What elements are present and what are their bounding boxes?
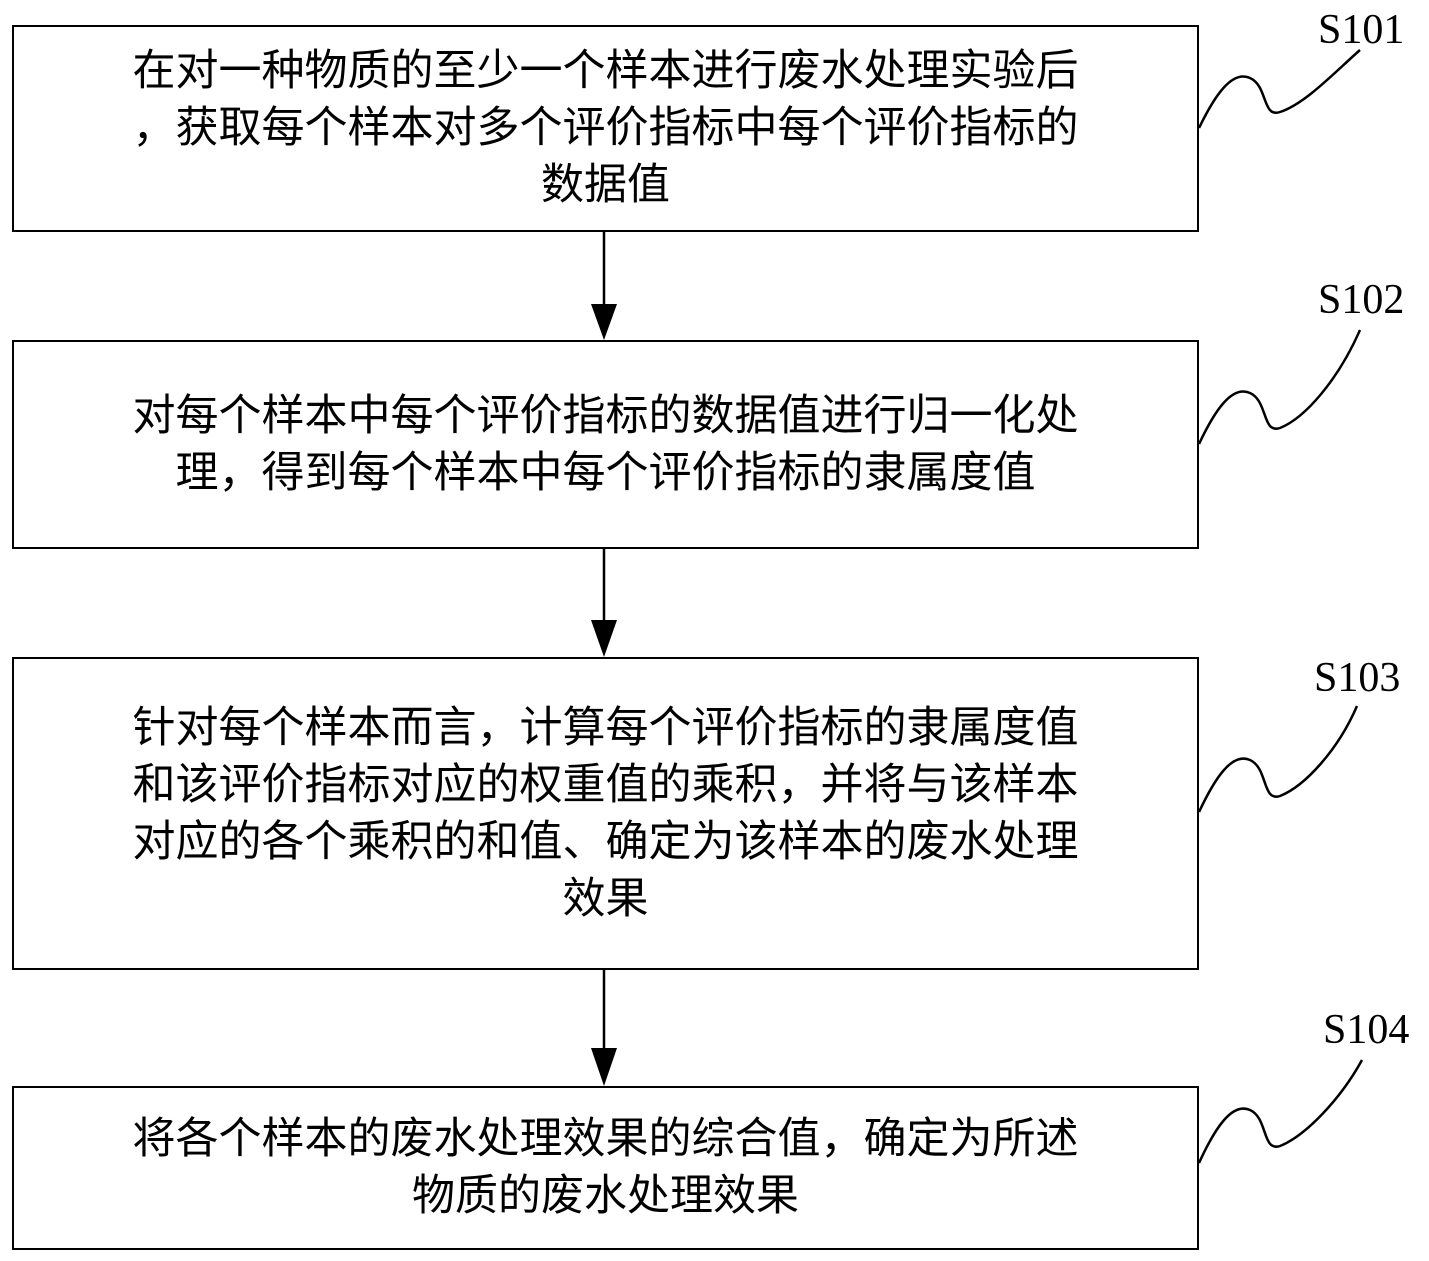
step-text-s102: 对每个样本中每个评价指标的数据值进行归一化处 理，得到每个样本中每个评价指标的隶… [133,388,1079,502]
step-line: 和该评价指标对应的权重值的乘积，并将与该样本 [132,759,1079,810]
arrow-s102-s103 [591,549,617,657]
leader-line-s104 [1197,1059,1364,1164]
step-line: 针对每个样本而言，计算每个评价指标的隶属度值 [132,702,1079,753]
step-box-s103: 针对每个样本而言，计算每个评价指标的隶属度值 和该评价指标对应的权重值的乘积，并… [12,657,1199,970]
step-line: 数据值 [541,160,670,210]
step-label-s103: S103 [1314,655,1401,701]
leader-line-s102 [1197,329,1362,445]
step-box-s101: 在对一种物质的至少一个样本进行废水处理实验后 ，获取每个样本对多个评价指标中每个… [12,25,1199,232]
step-label-s104: S104 [1323,1007,1410,1053]
step-label-s101: S101 [1318,7,1405,53]
arrow-s103-s104 [591,970,617,1086]
step-label-s102: S102 [1318,277,1405,323]
arrow-s101-s102 [591,232,617,340]
step-box-s102: 对每个样本中每个评价指标的数据值进行归一化处 理，得到每个样本中每个评价指标的隶… [12,340,1199,549]
step-line: 理，得到每个样本中每个评价指标的隶属度值 [175,447,1036,498]
step-line: 效果 [562,873,649,924]
leader-line-s103 [1197,705,1359,813]
step-line: 将各个样本的废水处理效果的综合值，确定为所述 [132,1114,1079,1164]
step-text-s104: 将各个样本的废水处理效果的综合值，确定为所述 物质的废水处理效果 [133,1111,1079,1225]
step-line: ，获取每个样本对多个评价指标中每个评价指标的 [132,103,1079,153]
step-line: 物质的废水处理效果 [412,1171,799,1221]
step-line: 在对一种物质的至少一个样本进行废水处理实验后 [132,46,1079,96]
step-line: 对每个样本中每个评价指标的数据值进行归一化处 [132,390,1079,441]
leader-line-s101 [1197,49,1361,129]
step-text-s103: 针对每个样本而言，计算每个评价指标的隶属度值 和该评价指标对应的权重值的乘积，并… [133,700,1079,928]
step-box-s104: 将各个样本的废水处理效果的综合值，确定为所述 物质的废水处理效果 [12,1086,1199,1250]
step-text-s101: 在对一种物质的至少一个样本进行废水处理实验后 ，获取每个样本对多个评价指标中每个… [133,43,1079,214]
step-line: 对应的各个乘积的和值、确定为该样本的废水处理 [132,816,1079,867]
